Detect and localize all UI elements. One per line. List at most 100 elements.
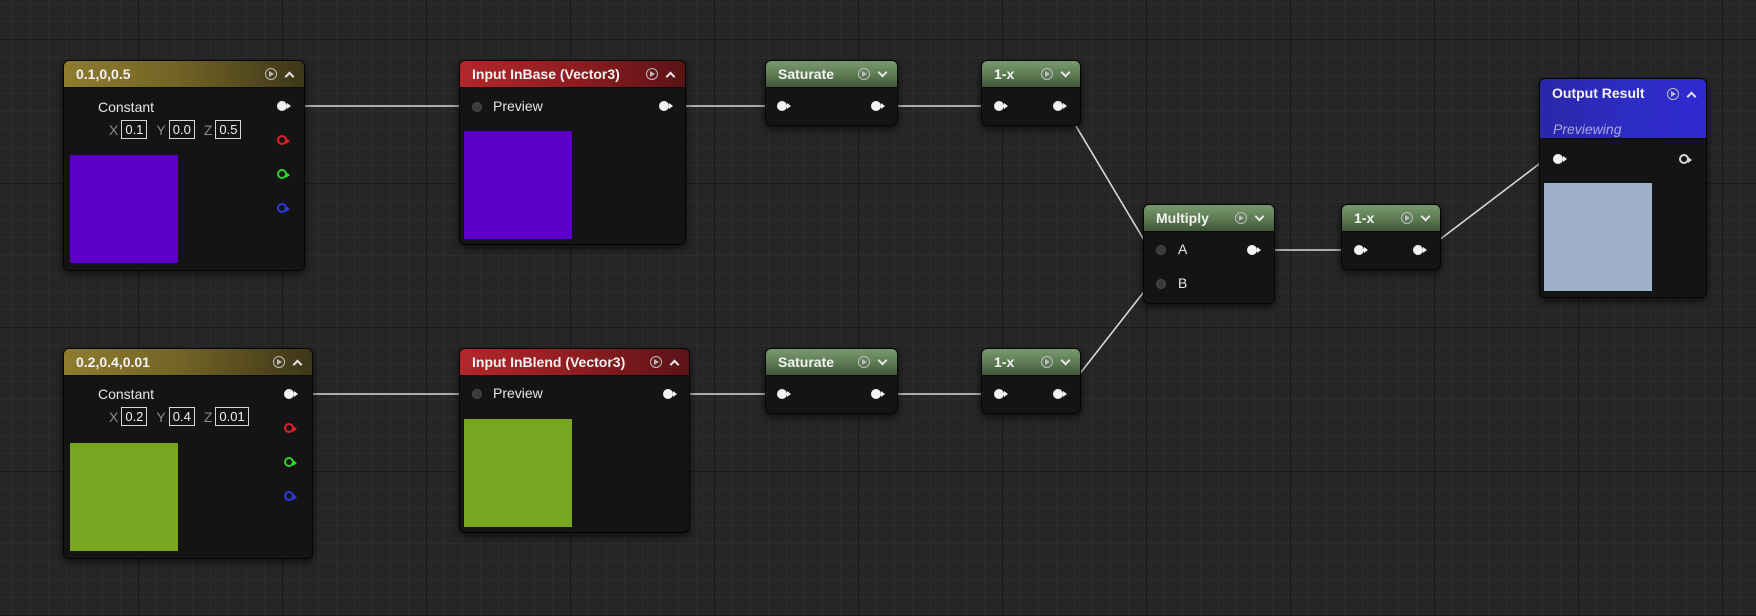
preview-toggle-icon[interactable] — [270, 353, 288, 371]
one-minus-node-3-header[interactable]: 1-x — [1342, 205, 1440, 232]
input-pin-preview[interactable] — [472, 102, 482, 112]
node-title: Output Result — [1552, 85, 1645, 101]
multiply-node[interactable]: Multiply A B — [1143, 204, 1275, 304]
color-preview — [70, 443, 178, 551]
preview-toggle-icon[interactable] — [1664, 85, 1682, 103]
saturate-node-2[interactable]: Saturate — [765, 348, 898, 414]
saturate-node-2-header[interactable]: Saturate — [766, 349, 897, 376]
x-field[interactable]: 0.1 — [121, 120, 148, 139]
saturate-node-1[interactable]: Saturate — [765, 60, 898, 126]
preview-toggle-icon[interactable] — [647, 353, 665, 371]
input-pin-a[interactable] — [1156, 245, 1166, 255]
input-pin[interactable] — [1553, 154, 1567, 164]
output-pin-g[interactable] — [284, 457, 297, 467]
preview-toggle-icon[interactable] — [1398, 209, 1416, 227]
one-minus-node-2[interactable]: 1-x — [981, 348, 1081, 414]
collapse-icon[interactable] — [1682, 85, 1700, 103]
one-minus-node-2-header[interactable]: 1-x — [982, 349, 1080, 376]
preview-toggle-icon[interactable] — [1038, 65, 1056, 83]
input-pin[interactable] — [1354, 245, 1368, 255]
preview-pin-label: Preview — [493, 385, 543, 401]
node-title: Multiply — [1156, 210, 1209, 226]
y-field[interactable]: 0.0 — [168, 120, 195, 139]
input-pin-preview[interactable] — [472, 389, 482, 399]
output-pin[interactable] — [1053, 389, 1067, 399]
output-pin-r[interactable] — [277, 135, 290, 145]
input-inbase-header[interactable]: Input InBase (Vector3) — [460, 61, 685, 88]
expand-icon[interactable] — [1416, 209, 1434, 227]
output-pin-g[interactable] — [277, 169, 290, 179]
preview-toggle-icon[interactable] — [1038, 353, 1056, 371]
z-axis-label: Z — [203, 121, 213, 138]
preview-toggle-icon[interactable] — [855, 353, 873, 371]
expand-icon[interactable] — [1250, 209, 1268, 227]
input-pin[interactable] — [994, 101, 1008, 111]
preview-toggle-icon[interactable] — [262, 65, 280, 83]
z-field[interactable]: 0.5 — [215, 120, 242, 139]
expand-icon[interactable] — [1056, 65, 1074, 83]
output-pin[interactable] — [1053, 101, 1067, 111]
input-inbase-node[interactable]: Input InBase (Vector3) Preview — [459, 60, 686, 245]
output-pin[interactable] — [871, 101, 885, 111]
output-pin[interactable] — [1679, 154, 1692, 164]
output-pin[interactable] — [1413, 245, 1427, 255]
y-field[interactable]: 0.4 — [168, 407, 195, 426]
z-field[interactable]: 0.01 — [215, 407, 249, 426]
input-inblend-header[interactable]: Input InBlend (Vector3) — [460, 349, 689, 376]
output-pin[interactable] — [659, 101, 673, 111]
node-title: Input InBlend (Vector3) — [472, 354, 626, 370]
input-pin[interactable] — [777, 101, 791, 111]
preview-toggle-icon[interactable] — [643, 65, 661, 83]
node-title: 1-x — [994, 354, 1015, 370]
output-pin-r[interactable] — [284, 423, 297, 433]
color-preview — [464, 419, 572, 527]
x-axis-label: X — [109, 408, 119, 425]
output-pin[interactable] — [871, 389, 885, 399]
saturate-node-1-header[interactable]: Saturate — [766, 61, 897, 88]
collapse-icon[interactable] — [288, 353, 306, 371]
preview-toggle-icon[interactable] — [1232, 209, 1250, 227]
collapse-icon[interactable] — [280, 65, 298, 83]
x-axis-label: X — [109, 121, 119, 138]
y-axis-label: Y — [156, 121, 166, 138]
z-axis-label: Z — [203, 408, 213, 425]
one-minus-node-3[interactable]: 1-x — [1341, 204, 1441, 270]
collapse-icon[interactable] — [665, 353, 683, 371]
multiply-node-header[interactable]: Multiply — [1144, 205, 1274, 232]
constant-node-1-header[interactable]: 0.1,0,0.5 — [64, 61, 304, 88]
wire-4[interactable] — [1058, 105, 1156, 251]
one-minus-node-1[interactable]: 1-x — [981, 60, 1081, 126]
expand-icon[interactable] — [873, 65, 891, 83]
one-minus-node-1-header[interactable]: 1-x — [982, 61, 1080, 88]
expand-icon[interactable] — [873, 353, 891, 371]
x-field[interactable]: 0.2 — [121, 407, 148, 426]
output-pin-rgb[interactable] — [277, 101, 291, 111]
output-pin[interactable] — [663, 389, 677, 399]
output-pin[interactable] — [1247, 245, 1261, 255]
color-preview — [1544, 183, 1652, 291]
y-axis-label: Y — [156, 408, 166, 425]
output-result-node[interactable]: Output Result Previewing — [1539, 78, 1707, 298]
input-pin[interactable] — [777, 389, 791, 399]
node-title: 0.2,0.4,0.01 — [76, 354, 150, 370]
output-pin-b[interactable] — [277, 203, 290, 213]
node-title: Saturate — [778, 354, 835, 370]
input-pin[interactable] — [994, 389, 1008, 399]
output-result-header[interactable]: Output Result Previewing — [1540, 79, 1706, 139]
expand-icon[interactable] — [1056, 353, 1074, 371]
output-pin-b[interactable] — [284, 491, 297, 501]
preview-toggle-icon[interactable] — [855, 65, 873, 83]
input-pin-b[interactable] — [1156, 279, 1166, 289]
output-pin-rgb[interactable] — [284, 389, 298, 399]
node-title: Input InBase (Vector3) — [472, 66, 620, 82]
node-title: 1-x — [994, 66, 1015, 82]
input-inblend-node[interactable]: Input InBlend (Vector3) Preview — [459, 348, 690, 533]
constant-node-2-header[interactable]: 0.2,0.4,0.01 — [64, 349, 312, 376]
collapse-icon[interactable] — [661, 65, 679, 83]
constant-label: Constant — [98, 99, 155, 115]
